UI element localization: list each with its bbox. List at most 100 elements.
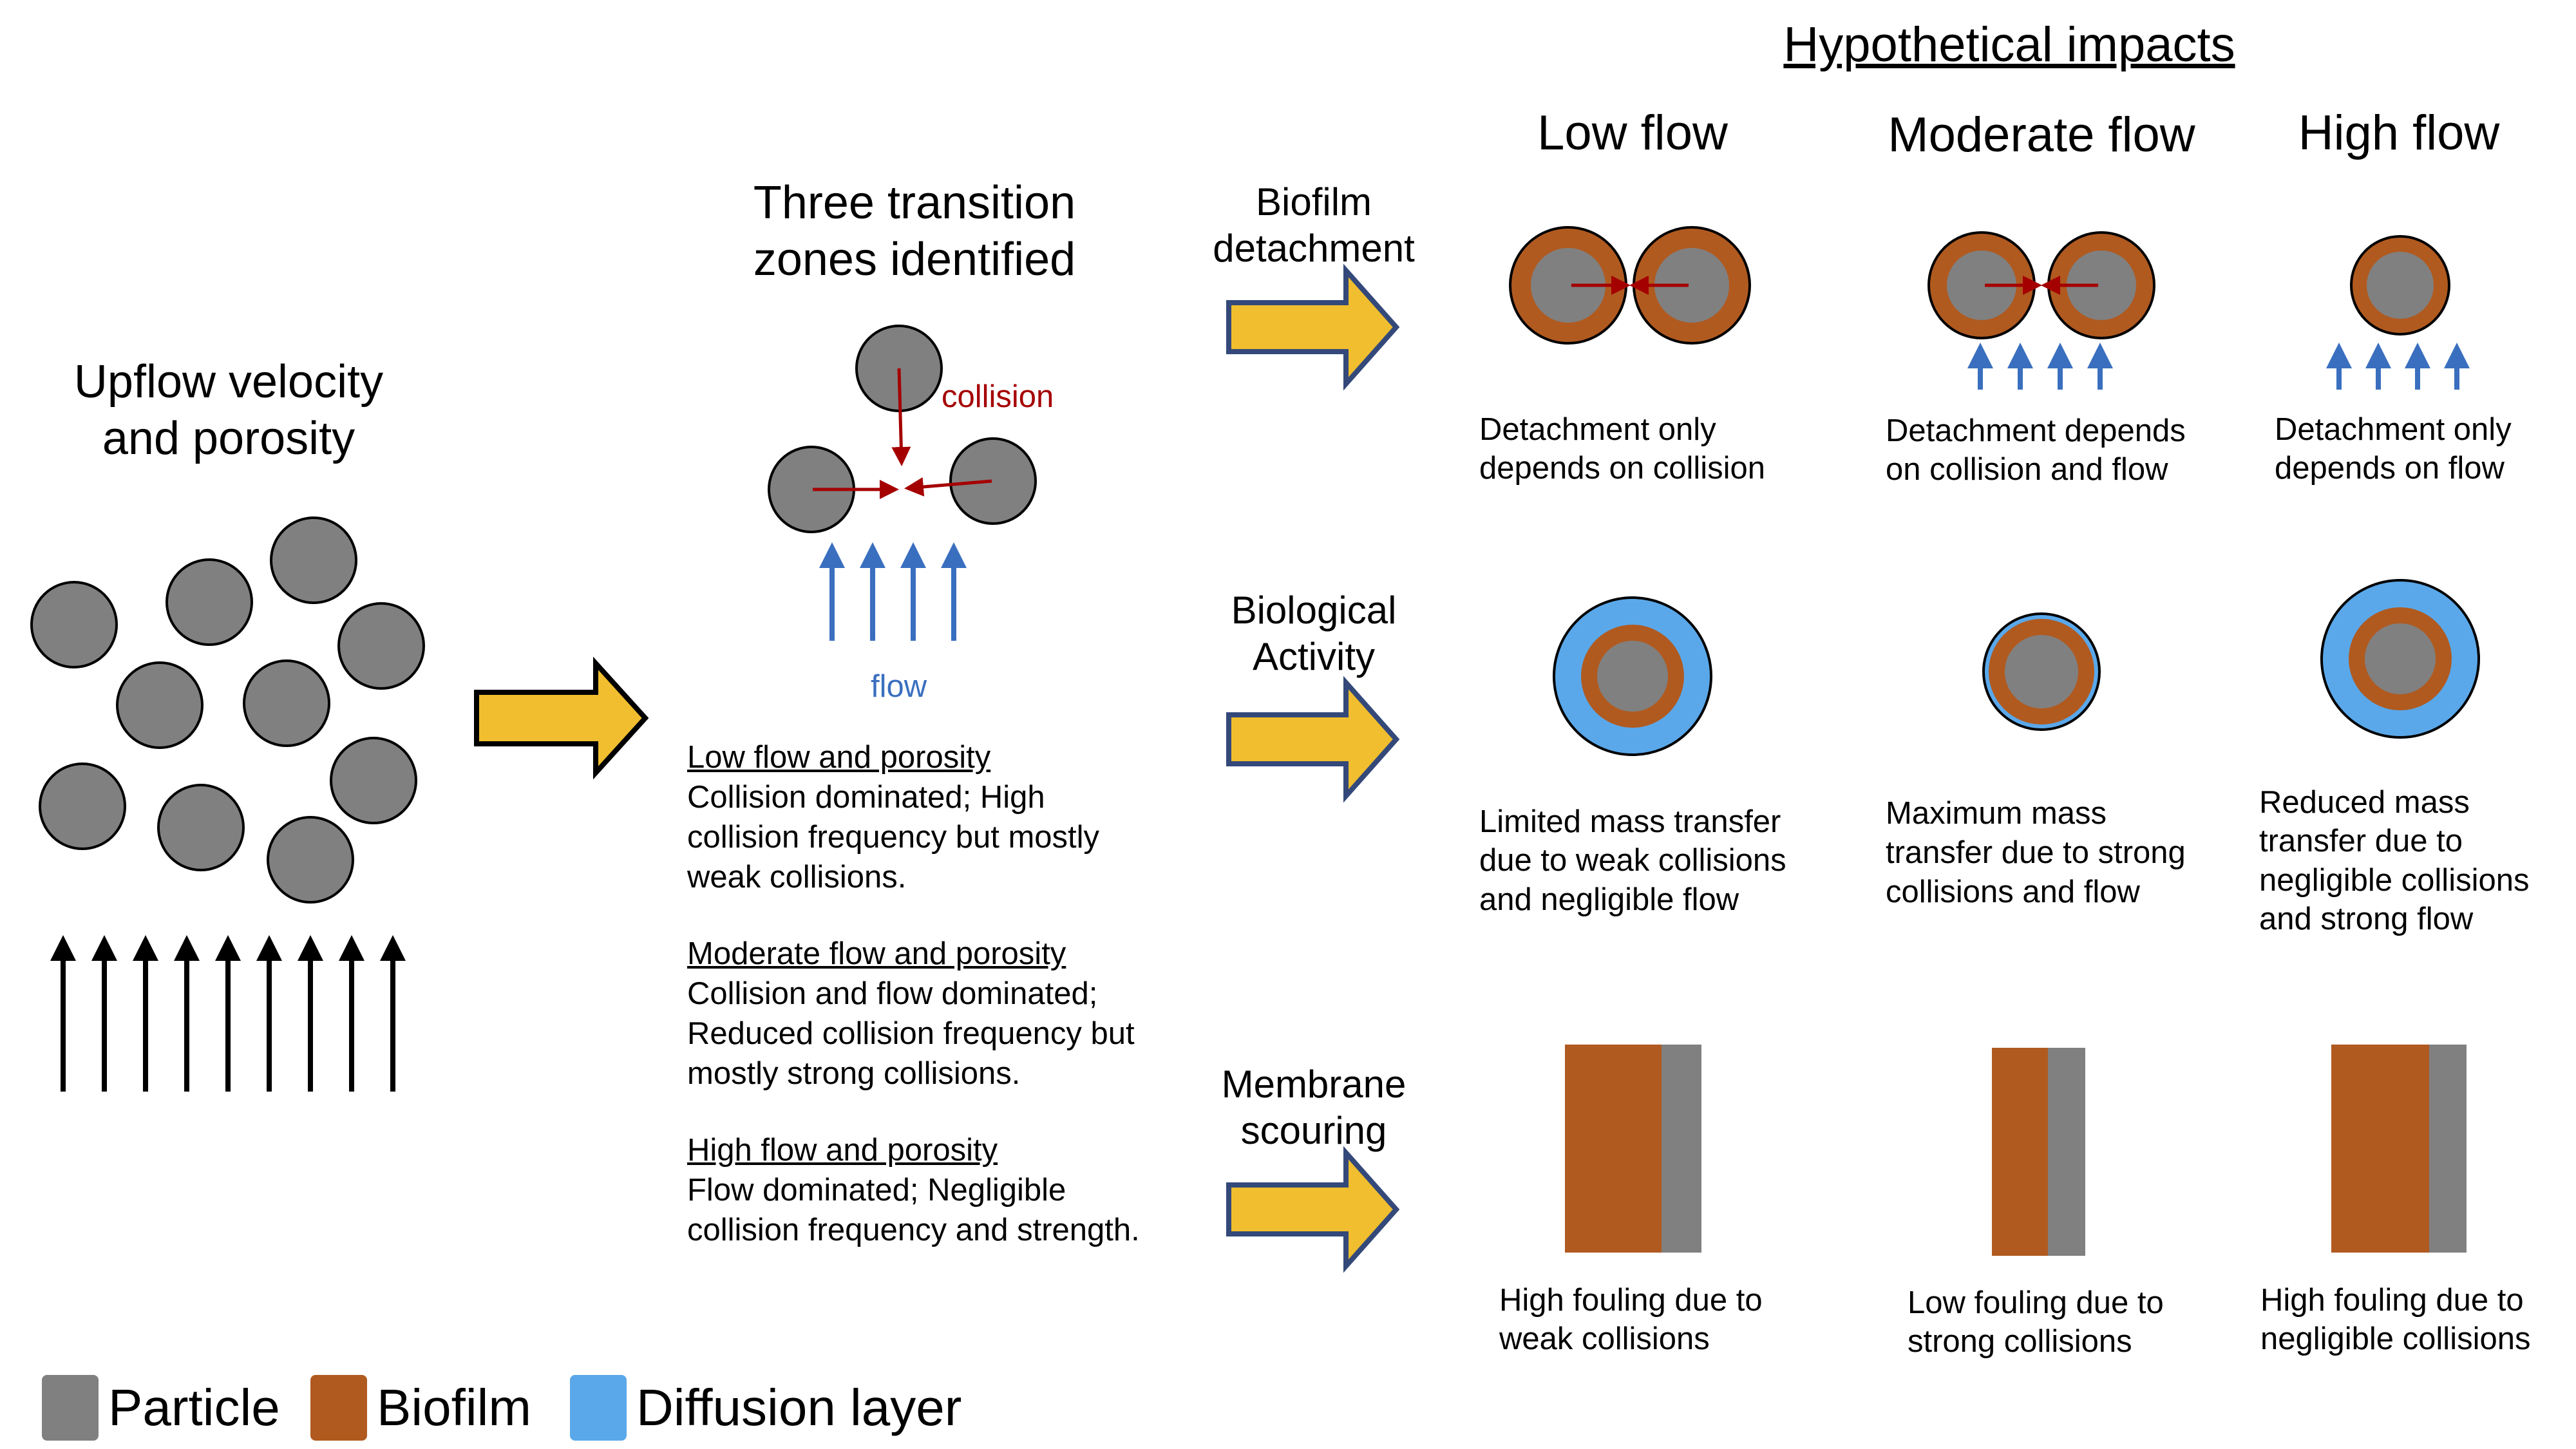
caption-scouring-low: High fouling due to bbox=[1499, 1283, 1763, 1318]
particle-core bbox=[1654, 248, 1729, 323]
row-label-activity: Biological bbox=[1231, 589, 1397, 632]
activity-moderate-flow bbox=[1982, 612, 2101, 731]
membrane-block bbox=[2429, 1045, 2467, 1253]
zone-1-line: Collision dominated; High bbox=[687, 780, 1045, 815]
membrane-block bbox=[1662, 1045, 1701, 1253]
particle bbox=[270, 516, 357, 604]
zone-3-line: Flow dominated; Negligible bbox=[687, 1173, 1066, 1208]
main-title: Hypothetical impacts bbox=[1783, 17, 2235, 72]
row-label-detachment: Biofilm bbox=[1255, 180, 1372, 223]
legend-swatch-biofilm bbox=[310, 1375, 367, 1441]
caption-activity-moderate: collisions and flow bbox=[1886, 875, 2140, 909]
caption-activity-low: and negligible flow bbox=[1479, 882, 1739, 917]
detachment-moderate-flow bbox=[1927, 231, 2155, 390]
legend-swatch-particle bbox=[42, 1375, 99, 1441]
collision-arrow bbox=[904, 477, 992, 497]
caption-detachment-high: depends on flow bbox=[2275, 451, 2505, 486]
column-heading-low-flow: Low flow bbox=[1537, 106, 1728, 160]
middle-title-line2: zones identified bbox=[753, 234, 1076, 285]
detachment-low-flow bbox=[1509, 226, 1751, 345]
particle-core bbox=[2367, 252, 2434, 319]
particle-core bbox=[2067, 251, 2136, 320]
row-arrow-activity bbox=[1226, 676, 1400, 803]
particle bbox=[166, 558, 253, 646]
caption-activity-high: and strong flow bbox=[2259, 902, 2474, 936]
caption-detachment-moderate: on collision and flow bbox=[1886, 452, 2168, 487]
row-arrow-scouring bbox=[1226, 1146, 1400, 1273]
legend-label-diffusion: Diffusion layer bbox=[636, 1379, 962, 1436]
column-heading-moderate-flow: Moderate flow bbox=[1888, 108, 2195, 162]
big-yellow-arrow bbox=[474, 656, 649, 780]
particle bbox=[243, 659, 330, 747]
membrane-block bbox=[2048, 1048, 2085, 1256]
particle-core bbox=[1597, 641, 1668, 712]
middle-flow-arrows bbox=[819, 542, 967, 641]
left-upflow-arrows bbox=[50, 935, 406, 1092]
activity-low-flow bbox=[1553, 596, 1712, 756]
biofilm-block bbox=[1992, 1048, 2048, 1256]
caption-activity-low: due to weak collisions bbox=[1479, 843, 1786, 878]
row-label-scouring: scouring bbox=[1240, 1109, 1387, 1152]
scouring-moderate-flow bbox=[1992, 1048, 2085, 1256]
caption-activity-moderate: Maximum mass bbox=[1886, 796, 2107, 831]
biofilm-block bbox=[1565, 1045, 1662, 1253]
row-label-detachment: detachment bbox=[1213, 227, 1415, 270]
particle-core bbox=[2365, 623, 2436, 694]
biofilm-block bbox=[2331, 1045, 2429, 1253]
particle bbox=[330, 737, 417, 824]
activity-high-flow bbox=[2320, 579, 2480, 739]
left-title-line1: Upflow velocity bbox=[73, 356, 384, 408]
legend-label-biofilm: Biofilm bbox=[377, 1379, 532, 1436]
legend-swatch-diffusion bbox=[570, 1375, 627, 1441]
caption-scouring-high: negligible collisions bbox=[2260, 1321, 2531, 1356]
zone-1-line: collision frequency but mostly bbox=[687, 820, 1100, 855]
caption-activity-moderate: transfer due to strong bbox=[1886, 835, 2186, 870]
middle-title-line1: Three transition bbox=[753, 177, 1076, 229]
collision-schematic bbox=[768, 325, 1037, 533]
scouring-low-flow bbox=[1565, 1045, 1701, 1253]
row-label-activity: Activity bbox=[1252, 635, 1376, 678]
collision-arrow bbox=[891, 368, 911, 466]
caption-detachment-low: Detachment only bbox=[1479, 412, 1716, 447]
left-particle-cluster bbox=[30, 516, 425, 904]
zone-2-heading: Moderate flow and porosity bbox=[687, 936, 1066, 971]
particle bbox=[116, 661, 204, 749]
caption-scouring-low: weak collisions bbox=[1499, 1321, 1710, 1356]
scouring-high-flow bbox=[2331, 1045, 2467, 1253]
particle bbox=[267, 816, 354, 904]
caption-activity-high: Reduced mass bbox=[2259, 785, 2470, 820]
caption-scouring-moderate: strong collisions bbox=[1908, 1324, 2132, 1359]
particle-core bbox=[1531, 248, 1605, 323]
zone-2-line: Reduced collision frequency but bbox=[687, 1016, 1135, 1051]
caption-detachment-high: Detachment only bbox=[2275, 412, 2512, 447]
caption-detachment-moderate: Detachment depends bbox=[1886, 413, 2186, 448]
zone-3-heading: High flow and porosity bbox=[687, 1133, 998, 1168]
flow-label: flow bbox=[871, 669, 927, 704]
left-title-line2: and porosity bbox=[102, 413, 355, 464]
caption-activity-high: negligible collisions bbox=[2259, 863, 2530, 898]
legend-label-particle: Particle bbox=[108, 1379, 280, 1436]
particle bbox=[157, 784, 245, 871]
zone-2-line: Collision and flow dominated; bbox=[687, 976, 1098, 1011]
row-label-scouring: Membrane bbox=[1221, 1063, 1406, 1106]
caption-scouring-moderate: Low fouling due to bbox=[1908, 1285, 2164, 1320]
particle-core bbox=[2005, 635, 2078, 708]
particle bbox=[39, 762, 126, 850]
particle bbox=[30, 581, 118, 668]
particle bbox=[949, 437, 1037, 525]
caption-scouring-high: High fouling due to bbox=[2260, 1283, 2524, 1318]
caption-activity-low: Limited mass transfer bbox=[1479, 804, 1781, 839]
row-arrow-detachment bbox=[1226, 263, 1400, 391]
zone-1-heading: Low flow and porosity bbox=[687, 740, 991, 775]
particle-core bbox=[1947, 251, 2016, 320]
column-heading-high-flow: High flow bbox=[2298, 106, 2500, 160]
particle bbox=[337, 602, 425, 690]
collision-label: collision bbox=[942, 379, 1054, 414]
detachment-high-flow bbox=[2326, 235, 2470, 390]
zone-1-line: weak collisions. bbox=[687, 860, 907, 895]
zone-2-line: mostly strong collisions. bbox=[687, 1056, 1021, 1091]
zone-3-line: collision frequency and strength. bbox=[687, 1213, 1140, 1247]
caption-detachment-low: depends on collision bbox=[1479, 451, 1766, 486]
caption-activity-high: transfer due to bbox=[2259, 824, 2463, 858]
